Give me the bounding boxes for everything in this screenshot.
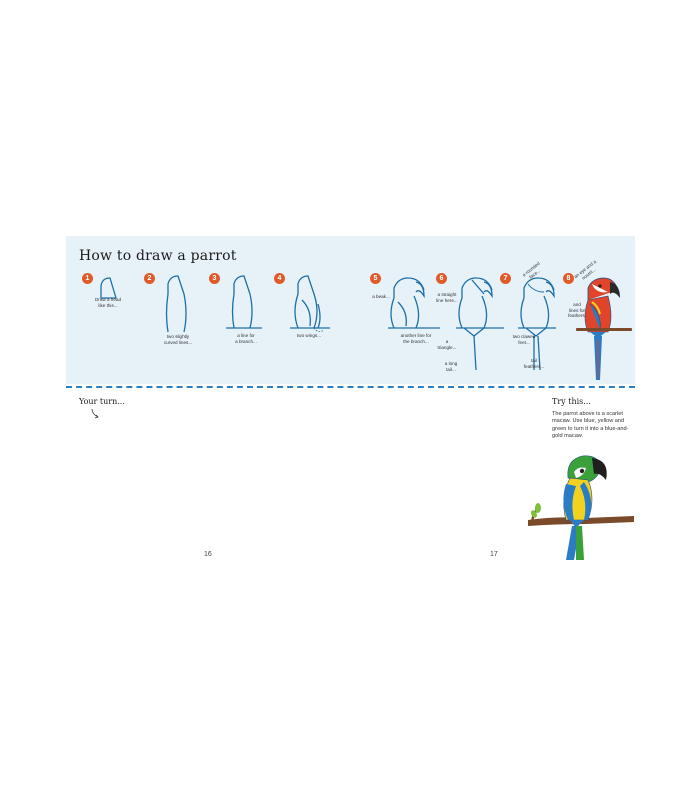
arrow-icon — [91, 408, 99, 419]
step-4-note: two wings... — [297, 333, 321, 338]
book-spread: How to draw a parrot 1 2 3 4 5 6 7 8 Dra… — [66, 236, 635, 564]
step-5-drawing — [388, 277, 440, 329]
try-this-text: The parrot above is a scarlet macaw. Use… — [552, 411, 629, 440]
try-this-heading: Try this... — [552, 397, 591, 406]
step-1-head-drawing — [100, 277, 117, 299]
step-3-note: a line for a branch... — [235, 333, 257, 344]
step-2-note: two slightly curved lines... — [163, 334, 193, 345]
step-1-note: Draw a head like this... — [94, 297, 122, 308]
step-6-line-note: a straight line here... — [436, 292, 458, 303]
step-2-badge: 2 — [144, 273, 155, 284]
step-3-badge: 3 — [209, 273, 220, 284]
step-5-beak-note: a beak... — [372, 294, 390, 299]
step-7-badge: 7 — [500, 273, 511, 284]
step-2-drawing — [165, 275, 187, 333]
instruction-band: How to draw a parrot 1 2 3 4 5 6 7 8 Dra… — [66, 236, 635, 384]
blue-gold-macaw-illustration — [528, 455, 634, 560]
step-3-drawing — [226, 275, 262, 329]
page-number-right: 17 — [490, 551, 498, 558]
step-8-feathers-note: and lines for feathers. — [568, 302, 586, 319]
scarlet-macaw-illustration — [576, 277, 632, 380]
dashed-divider — [66, 386, 635, 388]
step-5-badge: 5 — [370, 273, 381, 284]
step-6-tail-note: a long tail... — [444, 361, 458, 372]
your-turn-label: Your turn... — [79, 397, 125, 406]
step-1-badge: 1 — [82, 273, 93, 284]
step-7-tail-note: tail feathers... — [523, 358, 545, 369]
step-6-badge: 6 — [436, 273, 447, 284]
step-7-drawing — [518, 277, 556, 371]
step-7-feet-note: two clawed feet... — [512, 334, 536, 345]
step-4-drawing — [290, 275, 330, 332]
step-6-triangle-note: a triangle... — [437, 339, 457, 350]
page-title: How to draw a parrot — [79, 248, 237, 264]
page-number-left: 16 — [204, 551, 212, 558]
step-6-drawing — [456, 277, 504, 371]
step-8-badge: 8 — [563, 273, 574, 284]
step-4-badge: 4 — [274, 273, 285, 284]
step-5-branch-note: another line for the branch... — [400, 333, 432, 344]
